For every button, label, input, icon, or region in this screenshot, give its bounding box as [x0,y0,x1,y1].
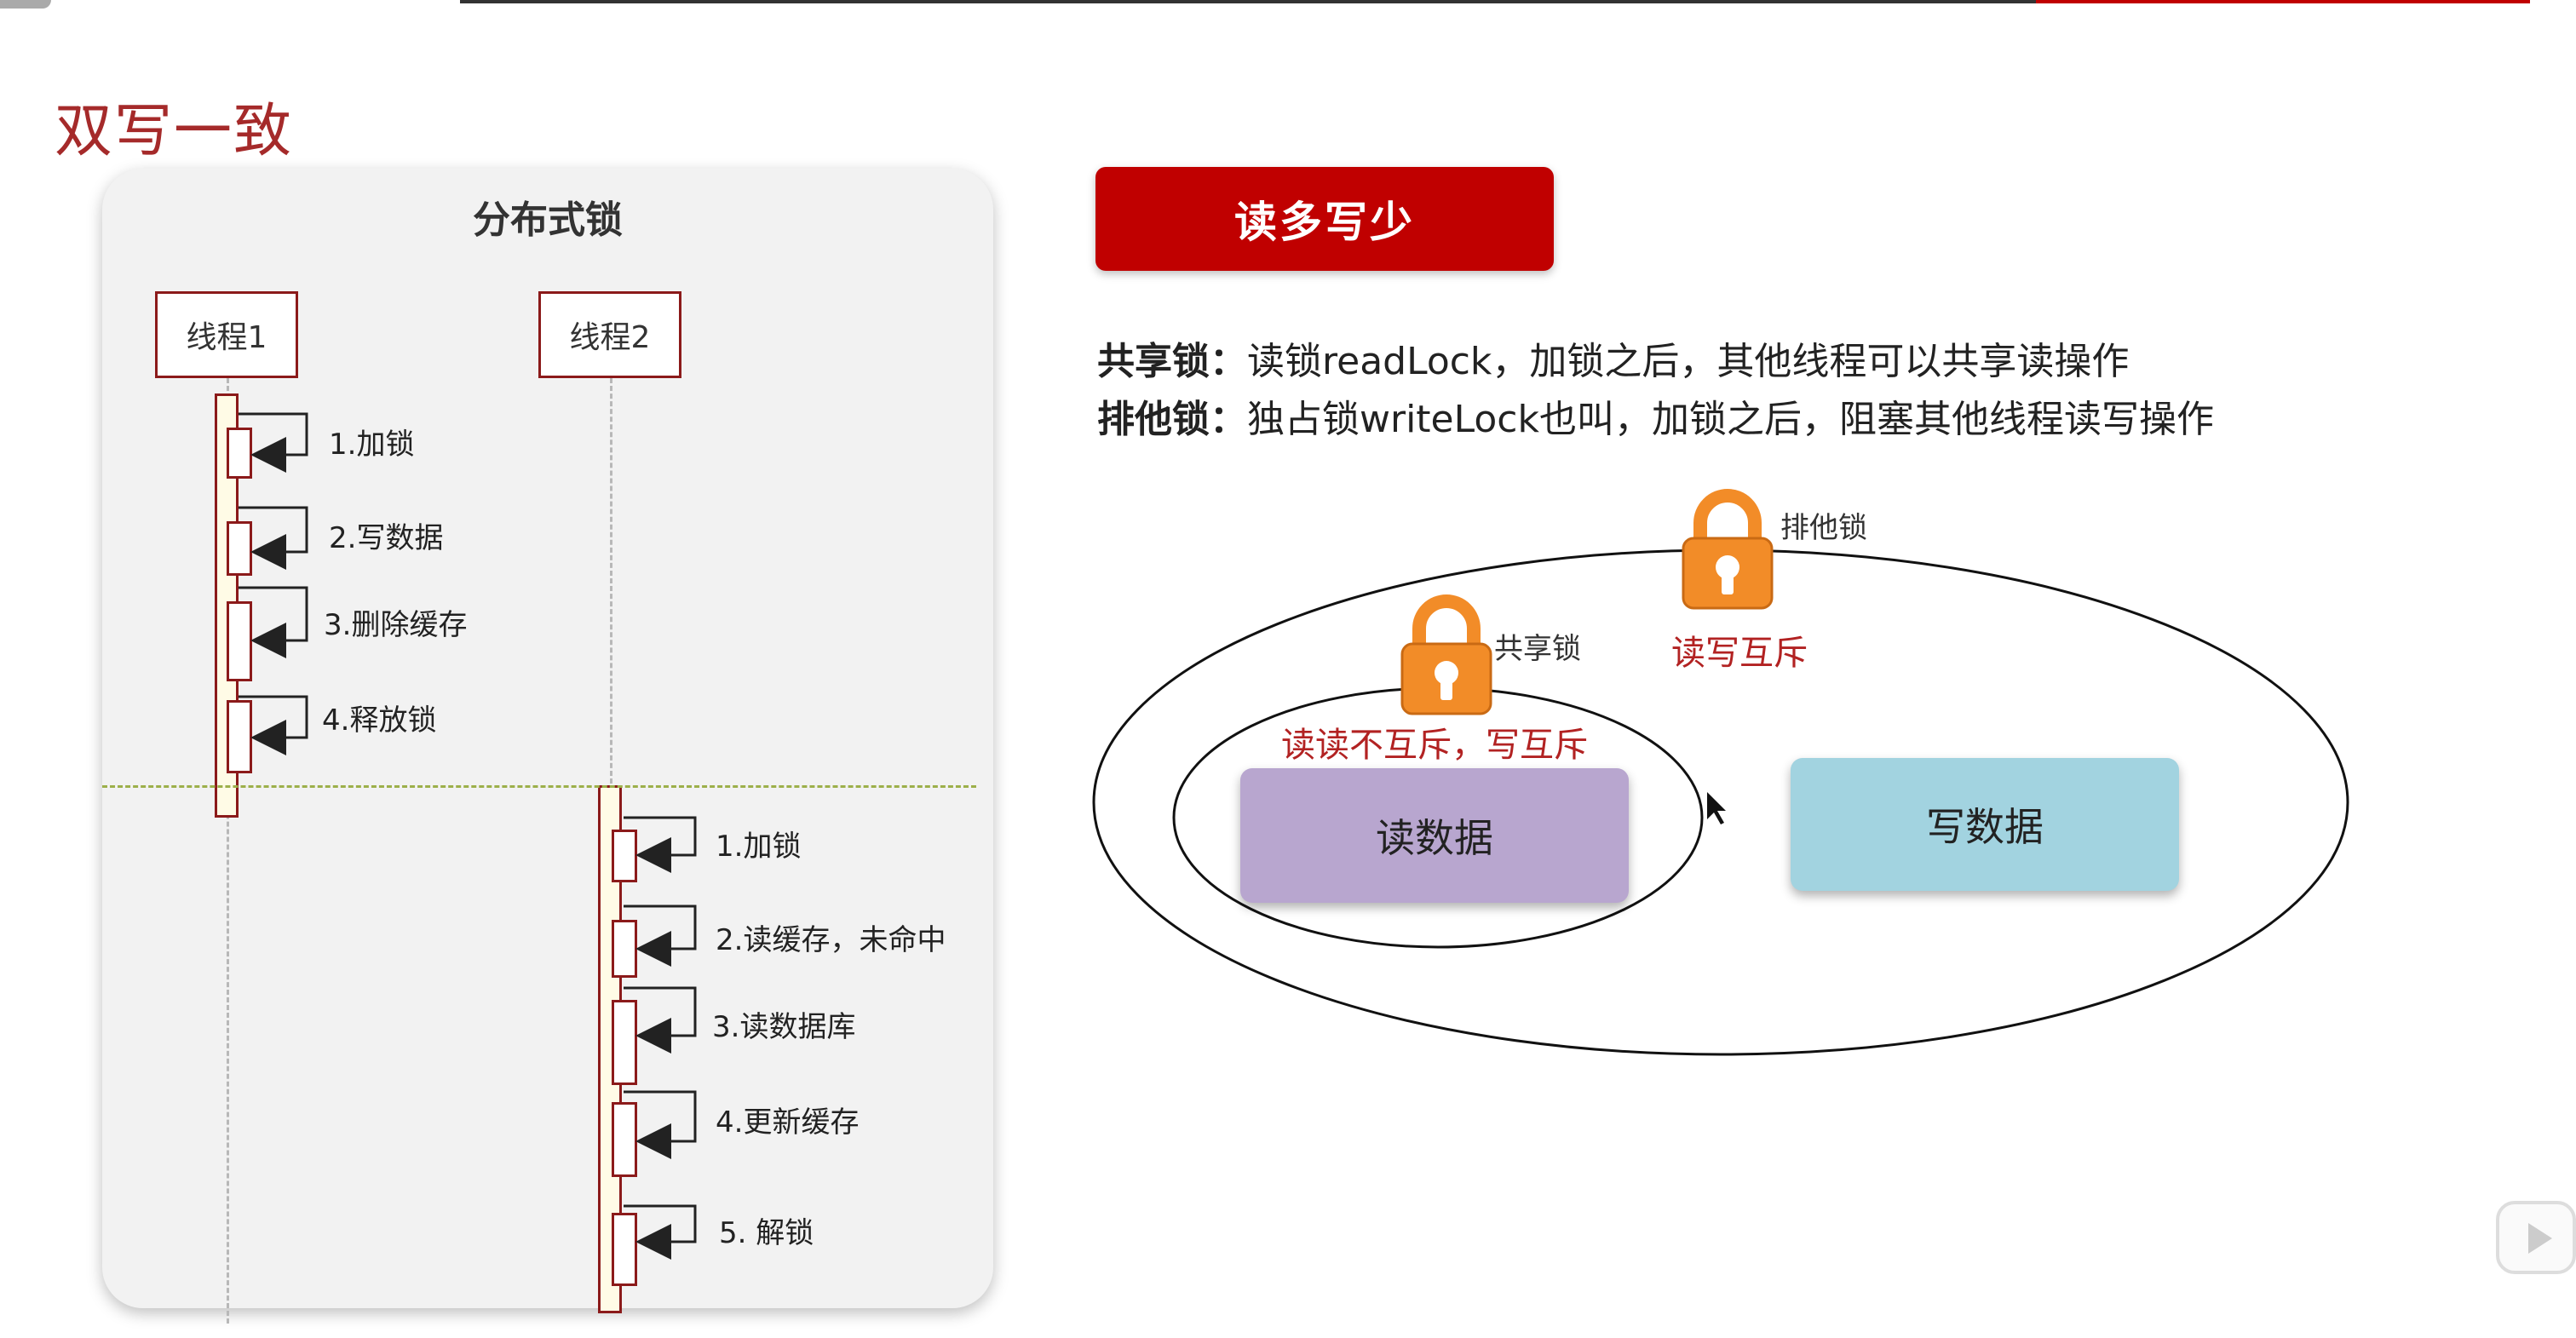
shared-lock-term: 共享锁： [1097,340,1247,383]
thread2-step-1: 1.加锁 [716,830,802,864]
thread1-step-1: 1.加锁 [329,428,415,462]
top-rule [460,0,2036,3]
thread2-step-5: 5. 解锁 [719,1216,814,1250]
shared-lock-text: 读锁readLock，加锁之后，其他线程可以共享读操作 [1247,340,2130,383]
thread2-step-4: 4.更新缓存 [716,1105,860,1140]
slide-title: 双写一致 [55,98,294,165]
thread2-arrow-4 [624,1090,697,1159]
thread2-step1-activation [612,830,637,882]
shared-lock-rule: 读读不互斥，写互斥 [1281,726,1588,765]
thread2-label: 线程2 [569,320,651,355]
panel-title: 分布式锁 [473,198,623,242]
thread2-arrow-1 [624,816,697,873]
shared-lock-label: 共享锁 [1494,632,1581,666]
thread2-arrow-2 [624,904,697,967]
read-data-label: 读数据 [1376,815,1493,861]
thread1-box: 线程1 [155,291,298,378]
exclusive-lock-text: 独占锁writeLock也叫，加锁之后，阻塞其他线程读写操作 [1247,398,2214,441]
thread2-step-3: 3.读数据库 [712,1010,856,1044]
thread2-step4-activation [612,1102,637,1177]
exclusive-lock-description: 排他锁：独占锁writeLock也叫，加锁之后，阻塞其他线程读写操作 [1097,388,2214,443]
lock-icon [1682,489,1774,610]
exclusive-lock-label: 排他锁 [1780,511,1867,545]
thread2-step5-activation [612,1213,637,1286]
shared-lock-description: 共享锁：读锁readLock，加锁之后，其他线程可以共享读操作 [1097,330,2129,385]
thread1-arrow-3 [239,586,308,658]
read-heavy-banner: 读多写少 [1095,167,1554,271]
write-data-box: 写数据 [1791,758,2179,891]
thread2-lifeline [610,378,612,784]
exclusive-lock-rule: 读写互斥 [1671,634,1808,673]
lock-icon [1400,594,1492,715]
thread2-step-2: 2.读缓存，未命中 [716,923,946,957]
thread1-step-3: 3.删除缓存 [324,608,468,642]
timeline-divider [102,785,976,788]
thread1-step-2: 2.写数据 [329,521,444,555]
write-data-label: 写数据 [1926,804,2044,850]
play-icon[interactable] [2496,1201,2576,1274]
corner-decoration [0,0,51,9]
read-data-box: 读数据 [1240,768,1629,903]
thread2-arrow-3 [624,986,697,1054]
thread1-arrow-2 [239,506,308,570]
thread2-box: 线程2 [538,291,681,378]
cursor-icon [1707,792,1726,824]
thread2-arrow-5 [624,1204,697,1260]
thread1-step-4: 4.释放锁 [322,703,437,738]
thread1-label: 线程1 [186,320,267,355]
exclusive-lock-term: 排他锁： [1097,398,1247,441]
top-rule-accent [2036,0,2530,3]
thread2-step3-activation [612,1000,637,1085]
thread1-lifeline [227,378,229,1324]
thread1-arrow-4 [239,695,308,755]
thread1-arrow-1 [239,412,308,473]
